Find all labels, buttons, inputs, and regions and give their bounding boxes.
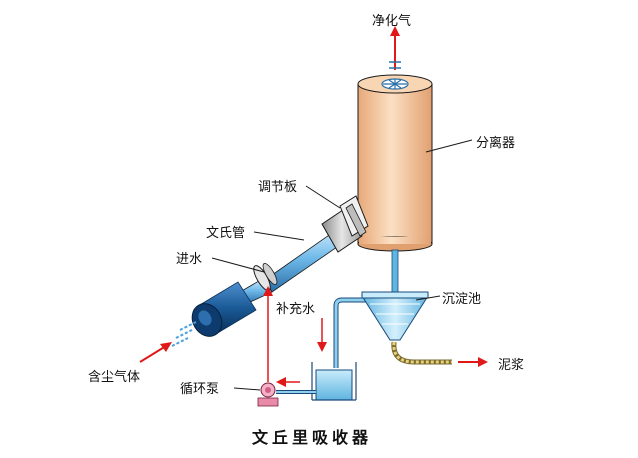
- drain-pipe: [391, 249, 399, 299]
- dusty-gas-inflow: [139, 321, 197, 363]
- damper-leader: [305, 185, 341, 209]
- clean-gas-arrow: [389, 26, 401, 70]
- water-inlet-leader: [211, 257, 265, 273]
- settling-leader: [415, 295, 441, 301]
- circulation-pump: [257, 377, 316, 407]
- makeup-water-pipe: [317, 297, 380, 368]
- circulation-tank: [311, 362, 357, 401]
- venturi-leader: [253, 231, 305, 241]
- damper-label: 调节板: [258, 180, 298, 195]
- recirculation-loop: [263, 286, 273, 382]
- water-inlet-label: 进水: [176, 252, 203, 267]
- separator-column: [357, 74, 433, 252]
- dusty-gas-label: 含尘气体: [88, 370, 141, 385]
- clean-gas-label: 净化气: [372, 14, 412, 29]
- exhaust-fan-icon: [381, 78, 409, 90]
- pump-leader: [233, 387, 261, 391]
- separator-leader: [425, 139, 473, 153]
- makeup-water-label: 补充水: [276, 302, 316, 317]
- slurry-label: 泥浆: [498, 358, 525, 373]
- damper-housing: [321, 195, 369, 253]
- settling-tank: [361, 291, 429, 341]
- venturi-tube-label: 文氏管: [206, 226, 246, 241]
- settling-tank-label: 沉淀池: [442, 292, 482, 307]
- diagram-caption: 文丘里吸收器: [252, 428, 373, 447]
- separator-label: 分离器: [476, 136, 516, 151]
- venturi-tube: [191, 225, 351, 337]
- slurry-discharge: [391, 341, 488, 367]
- circulation-pump-label: 循环泵: [180, 382, 220, 397]
